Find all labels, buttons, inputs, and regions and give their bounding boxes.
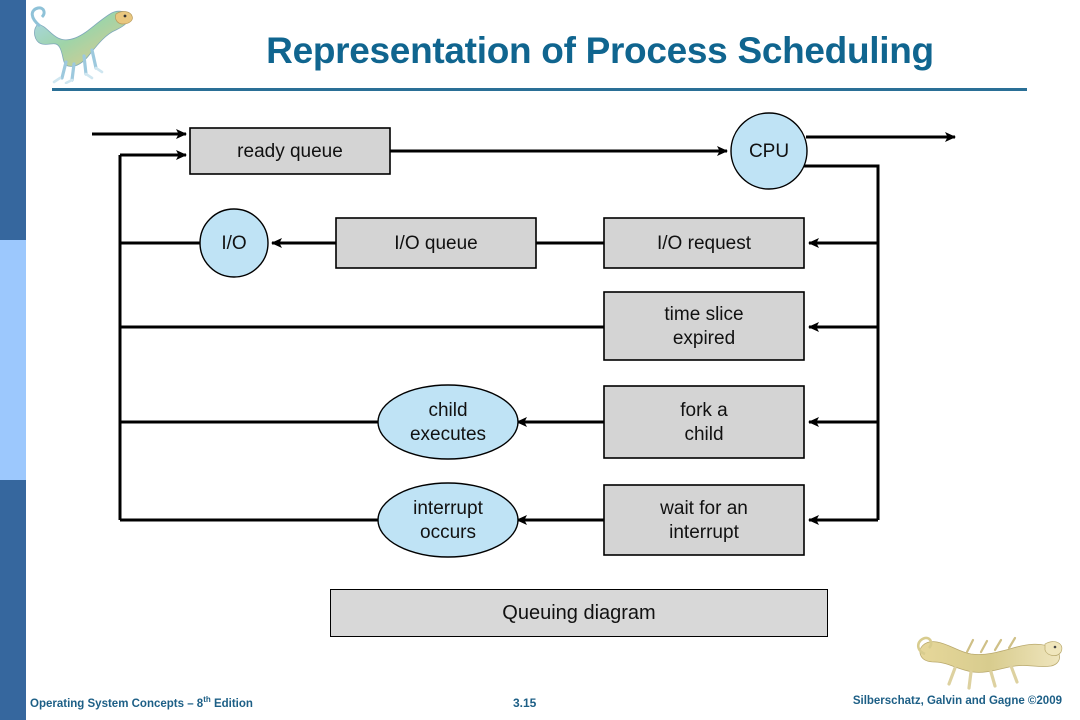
node-io[interactable]: I/O [199, 208, 269, 278]
footer-copyright: Silberschatz, Galvin and Gagne ©2009 [852, 695, 1062, 707]
title-underline-rule [52, 88, 1027, 91]
page-title: Representation of Process Scheduling [266, 30, 934, 71]
sidebar-band-top [0, 0, 26, 240]
node-io-queue[interactable]: I/O queue [335, 217, 537, 269]
node-child-executes[interactable]: child executes [377, 384, 519, 460]
node-interrupt-occurs-line1: interrupt [413, 498, 483, 519]
node-io-queue-label: I/O queue [394, 233, 477, 254]
diagram-caption: Queuing diagram [330, 589, 828, 637]
node-fork-child-line1: fork a [680, 400, 728, 421]
node-child-executes-line1: child [428, 400, 467, 421]
node-wait-for-an-interrupt[interactable]: wait for an interrupt [603, 484, 805, 556]
footer-edition: Operating System Concepts – 8th Edition [30, 695, 253, 710]
node-io-request-label: I/O request [657, 233, 752, 254]
footer-edition-ordinal: th [203, 695, 211, 704]
node-io-request[interactable]: I/O request [603, 217, 805, 269]
node-time-slice-line1: time slice [664, 304, 743, 325]
node-wait-interrupt-line2: interrupt [669, 522, 739, 543]
footer-edition-tail: Edition [210, 697, 253, 710]
node-wait-interrupt-line1: wait for an [659, 498, 748, 519]
node-interrupt-occurs[interactable]: interrupt occurs [377, 482, 519, 558]
node-interrupt-occurs-line2: occurs [420, 522, 476, 543]
node-ready-queue[interactable]: ready queue [189, 127, 391, 175]
footer-edition-main: Operating System Concepts – 8 [30, 697, 204, 710]
sidebar-band-bottom [0, 480, 26, 720]
dinosaur-icon [30, 6, 133, 84]
dinosaur-icon [916, 636, 1063, 690]
node-io-label: I/O [221, 233, 246, 254]
node-fork-child-line2: child [684, 424, 723, 445]
node-time-slice-expired[interactable]: time slice expired [603, 291, 805, 361]
connector-cpu-to-right-riser [800, 164, 880, 520]
footer-page-number: 3.15 [513, 696, 537, 710]
node-fork-a-child[interactable]: fork a child [603, 385, 805, 459]
left-sidebar [0, 0, 26, 720]
node-cpu[interactable]: CPU [730, 112, 808, 190]
node-child-executes-line2: executes [410, 424, 486, 445]
sidebar-band-middle [0, 240, 26, 480]
node-ready-queue-label: ready queue [237, 141, 343, 162]
node-time-slice-line2: expired [673, 328, 735, 349]
node-cpu-label: CPU [749, 141, 789, 162]
